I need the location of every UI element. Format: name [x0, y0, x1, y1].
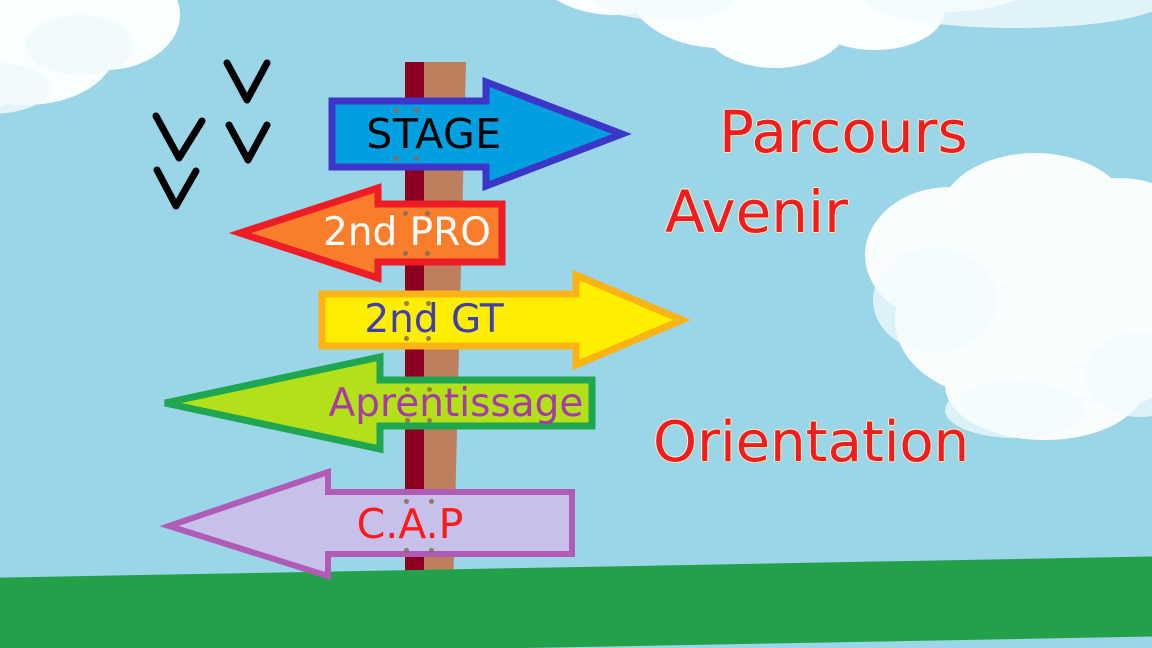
caption-parcours: Parcours — [719, 98, 968, 166]
bird-icon — [153, 166, 200, 211]
caption-avenir: Avenir — [665, 178, 849, 246]
sign-2nd-pro[interactable]: 2nd PRO — [228, 183, 506, 283]
sign-cap[interactable]: C.A.P — [159, 467, 576, 581]
sign-aprentissage-shape — [160, 352, 596, 454]
sign-2nd-pro-shape — [228, 183, 506, 283]
bird-icon — [225, 121, 271, 164]
sign-stage-shape — [328, 76, 632, 192]
sign-cap-shape — [159, 467, 576, 581]
sign-2nd-gt-shape — [318, 269, 691, 371]
sign-aprentissage[interactable]: Aprentissage — [160, 352, 596, 454]
sign-stage[interactable]: STAGE — [328, 76, 632, 192]
bird-icon — [152, 112, 206, 162]
caption-orientation: Orientation — [653, 410, 970, 475]
bird-icon — [223, 59, 271, 104]
